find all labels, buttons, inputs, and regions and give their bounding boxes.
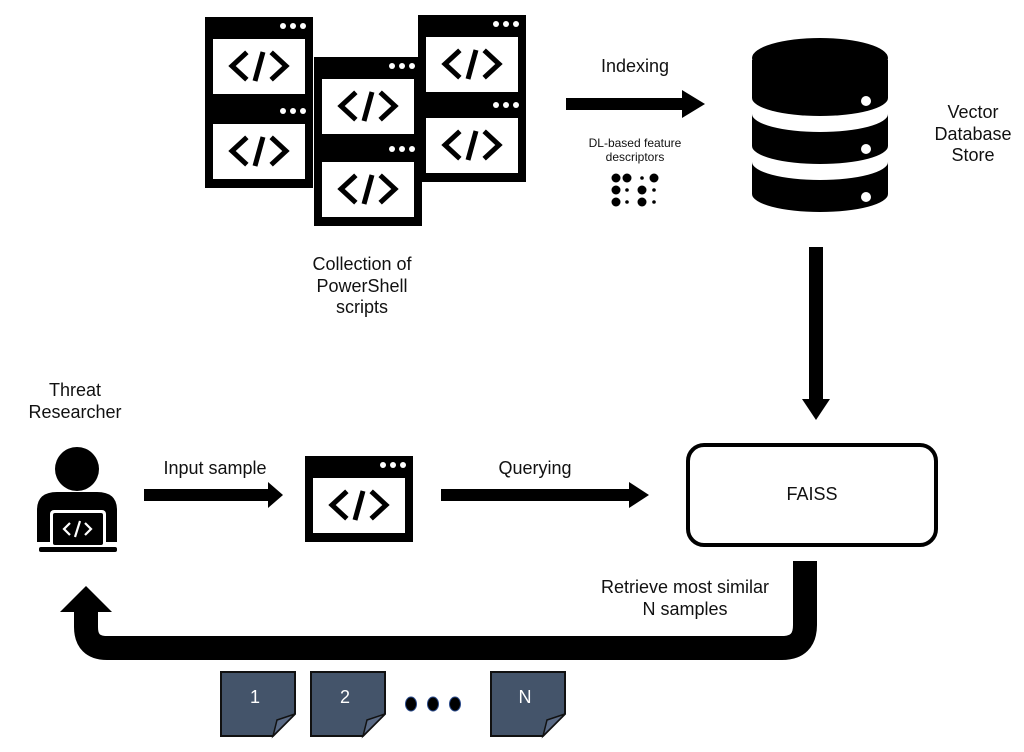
retrieve-label: Retrieve most similar N samples <box>600 577 770 619</box>
code-window-icon <box>314 57 422 143</box>
code-window-icon <box>418 96 526 182</box>
script-collection-label-text: Collection of PowerShell scripts <box>312 254 412 318</box>
ellipsis-dot <box>405 696 417 712</box>
retrieve-return-arrow <box>60 561 817 660</box>
document-number: 2 <box>340 687 350 707</box>
threat-researcher-label: Threat Researcher <box>28 380 122 422</box>
ellipsis-dot <box>449 696 461 712</box>
result-documents: 1 2 N <box>220 671 566 739</box>
document-fold <box>541 713 566 739</box>
user-laptop-icon <box>37 447 117 552</box>
querying-arrow <box>441 482 649 508</box>
result-document: 2 <box>310 671 386 739</box>
vector-db-label: Vector Database Store <box>934 102 1012 166</box>
input-sample-label: Input sample <box>163 458 267 478</box>
script-collection-label: Collection of PowerShell scripts <box>278 254 446 319</box>
indexing-arrow <box>566 90 705 118</box>
result-document: 1 <box>220 671 296 739</box>
document-fold <box>361 713 386 739</box>
faiss-box <box>686 443 938 547</box>
document-fold <box>271 713 296 739</box>
code-window-icon <box>205 102 313 188</box>
indexing-label: Indexing <box>600 56 670 76</box>
faiss-label: FAISS <box>786 484 838 504</box>
code-window-icon <box>418 15 526 101</box>
result-document: N <box>490 671 566 739</box>
ellipsis-dot <box>427 696 439 712</box>
document-number: 1 <box>250 687 260 707</box>
code-window-icon <box>314 140 422 226</box>
script-collection <box>205 15 526 226</box>
input-code-window-icon <box>305 456 413 542</box>
document-number: N <box>519 687 532 707</box>
db-to-faiss-arrow <box>802 247 830 420</box>
database-icon <box>752 38 888 212</box>
feature-descriptor-label: DL-based feature descriptors <box>588 136 682 165</box>
input-sample-arrow <box>144 482 283 508</box>
querying-label: Querying <box>498 458 572 478</box>
code-window-icon <box>205 17 313 103</box>
feature-descriptor-icon <box>611 173 659 207</box>
